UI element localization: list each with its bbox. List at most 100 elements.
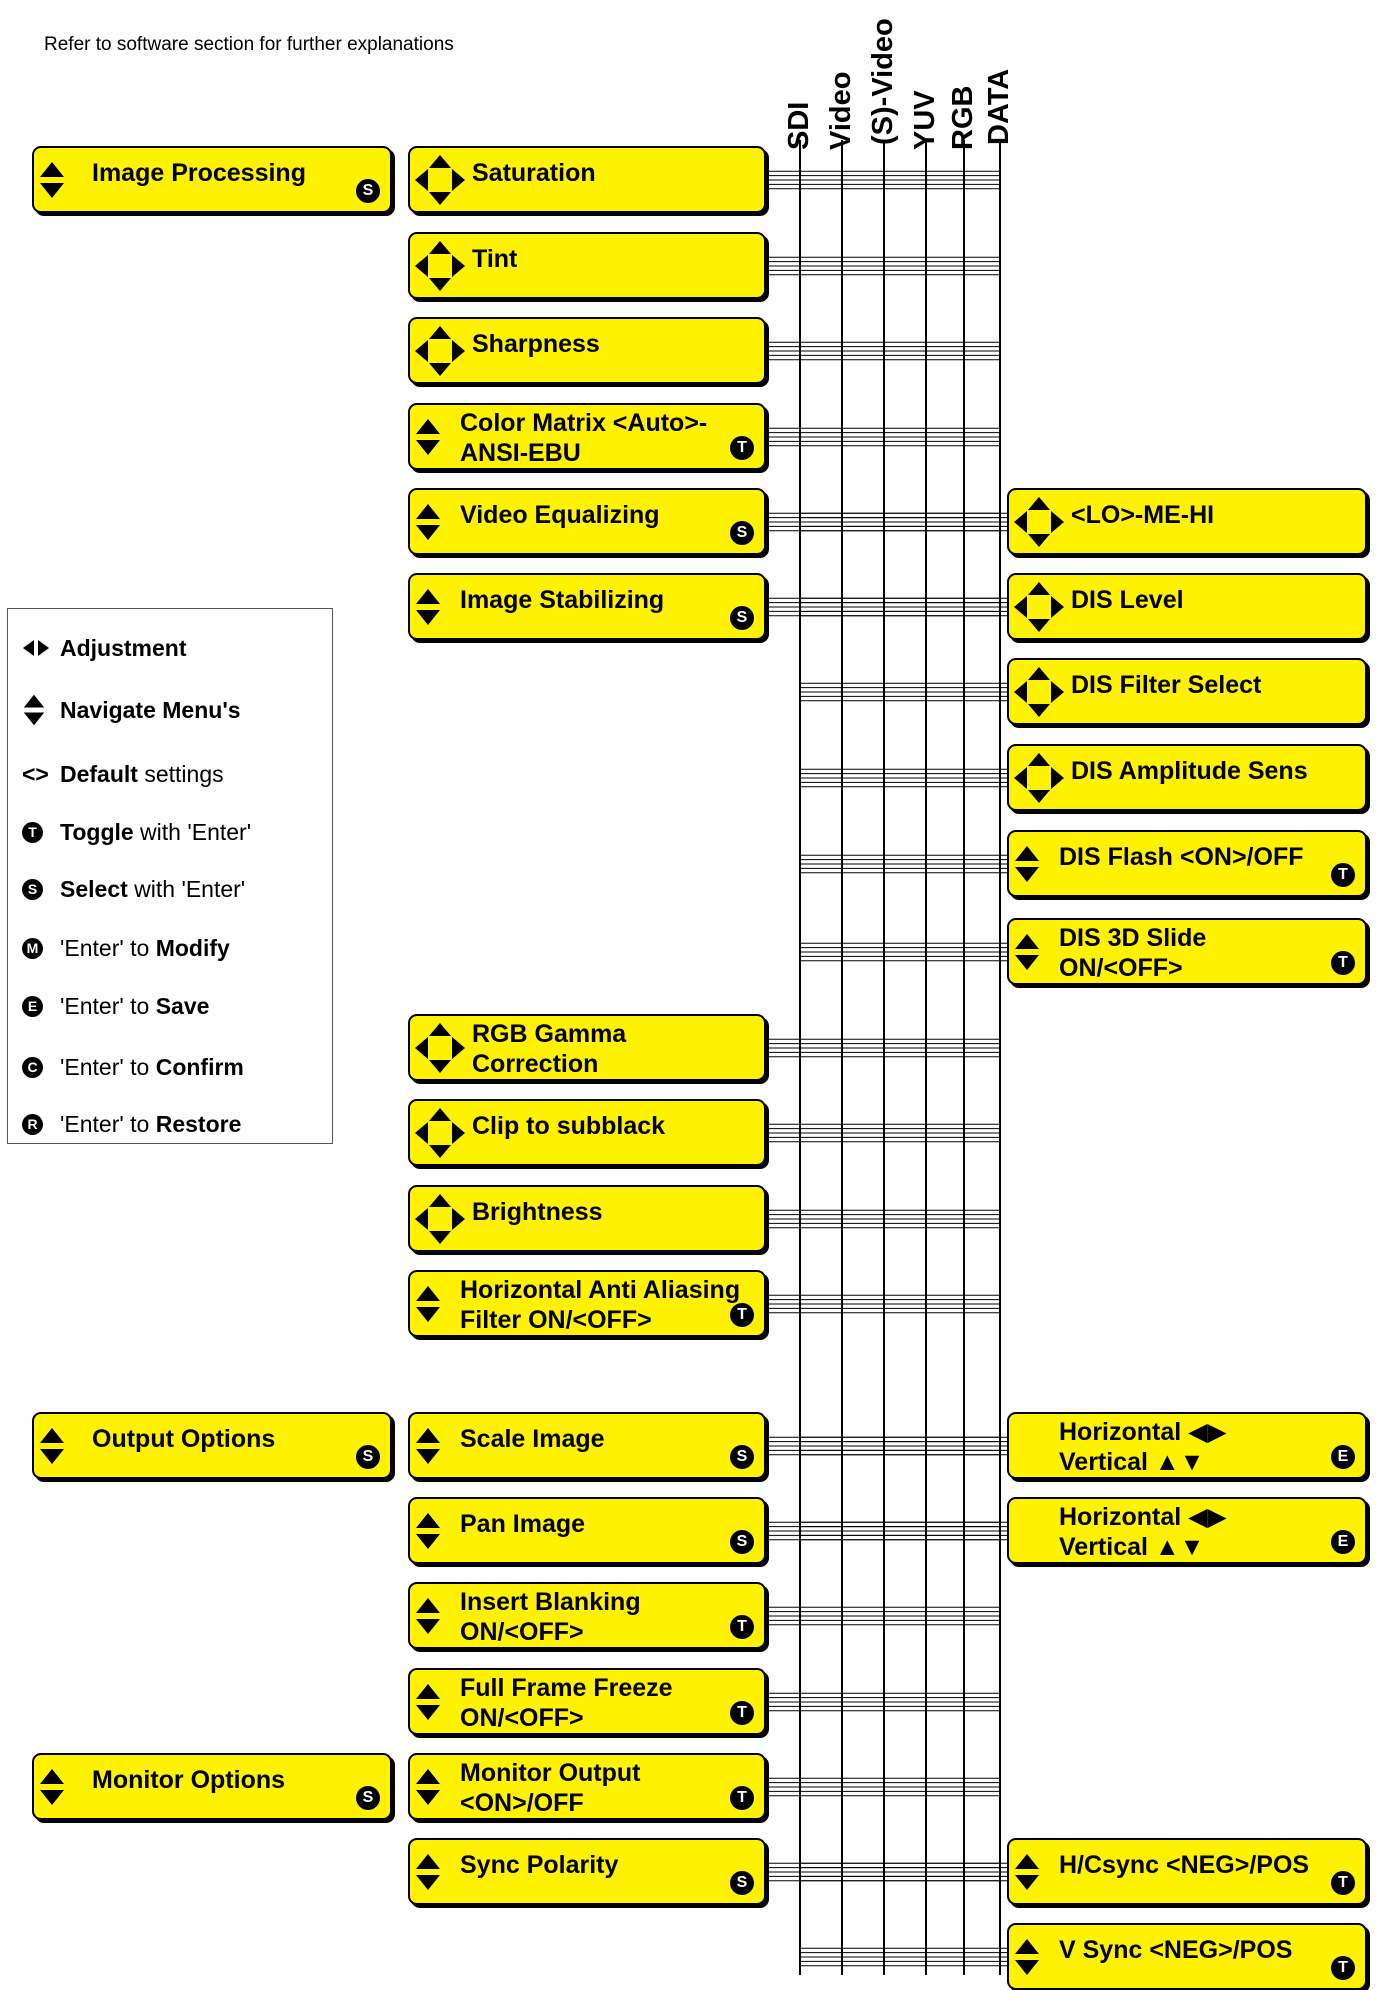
- submenu-item[interactable]: Saturation: [408, 146, 766, 213]
- setting-item[interactable]: V Sync <NEG>/POS T: [1007, 1923, 1367, 1990]
- column-header: DATA: [983, 68, 1015, 145]
- setting-item[interactable]: DIS Filter Select: [1007, 658, 1367, 725]
- badge-e-icon: E: [1331, 1445, 1355, 1469]
- four-way-icon: [415, 1194, 465, 1244]
- badge-s-icon: S: [22, 878, 43, 900]
- updown-icon: [40, 1428, 64, 1464]
- legend-term: Default: [60, 760, 138, 787]
- column-header: (S)-Video: [867, 18, 899, 145]
- updown-icon: [416, 419, 440, 455]
- setting-item-label: V Sync <NEG>/POS: [1059, 1936, 1293, 1964]
- submenu-item[interactable]: Sharpness: [408, 317, 766, 384]
- setting-item[interactable]: <LO>-ME-HI: [1007, 488, 1367, 555]
- updown-icon: [416, 1769, 440, 1805]
- submenu-item[interactable]: Insert Blanking ON/<OFF>T: [408, 1582, 766, 1649]
- submenu-item[interactable]: Brightness: [408, 1185, 766, 1252]
- setting-item-label: Horizontal ◀▶ Vertical ▲▼: [1059, 1418, 1227, 1476]
- badge-t-icon: T: [730, 1303, 754, 1327]
- badge-t-icon: T: [1331, 863, 1355, 887]
- legend-text: settings: [137, 760, 224, 787]
- submenu-item[interactable]: Tint: [408, 232, 766, 299]
- submenu-item-label: Clip to subblack: [472, 1112, 666, 1140]
- submenu-item-label: Saturation: [472, 159, 596, 187]
- badge-r-icon: R: [22, 1113, 43, 1135]
- column-header: RGB: [947, 85, 979, 150]
- setting-item[interactable]: Horizontal ◀▶ Vertical ▲▼ E: [1007, 1412, 1367, 1479]
- default-icon: <>: [22, 760, 49, 787]
- main-menu-item-label: Monitor Options: [92, 1766, 286, 1794]
- four-way-icon: [1014, 667, 1064, 717]
- setting-item[interactable]: DIS Amplitude Sens: [1007, 744, 1367, 811]
- setting-item[interactable]: DIS Level: [1007, 573, 1367, 640]
- setting-item[interactable]: Horizontal ◀▶ Vertical ▲▼E: [1007, 1497, 1367, 1564]
- legend-row: R'Enter' to Restore: [22, 1109, 241, 1139]
- badge-t-icon: T: [730, 1786, 754, 1810]
- setting-item[interactable]: DIS Flash <ON>/OFF T: [1007, 830, 1367, 897]
- legend-prefix: 'Enter' to: [60, 992, 156, 1019]
- column-header: YUV: [909, 90, 941, 150]
- submenu-item-label: Tint: [472, 245, 518, 273]
- submenu-item-label: Full Frame Freeze ON/<OFF>: [460, 1674, 673, 1732]
- legend-row: Adjustment: [22, 633, 187, 663]
- submenu-item-label: Brightness: [472, 1198, 603, 1226]
- submenu-item-label: RGB Gamma Correction: [472, 1020, 627, 1078]
- legend-prefix: 'Enter' to: [60, 1053, 156, 1080]
- submenu-item-label: Video Equalizing: [460, 501, 660, 529]
- legend-prefix: 'Enter' to: [60, 934, 156, 961]
- submenu-item[interactable]: Full Frame Freeze ON/<OFF>T: [408, 1668, 766, 1735]
- legend-term: Confirm: [155, 1053, 244, 1080]
- four-way-icon: [1014, 753, 1064, 803]
- submenu-item-label: Sharpness: [472, 330, 600, 358]
- legend-row: C 'Enter' to Confirm: [22, 1052, 244, 1082]
- badge-s-icon: S: [730, 1530, 754, 1554]
- updown-icon: [23, 694, 45, 726]
- submenu-item-label: Insert Blanking ON/<OFF>: [460, 1588, 641, 1646]
- submenu-item-label: Scale Image: [460, 1425, 605, 1453]
- updown-icon: [416, 1428, 440, 1464]
- updown-icon: [416, 1513, 440, 1549]
- badge-e-icon: E: [1331, 1530, 1355, 1554]
- setting-item-label: DIS Flash <ON>/OFF: [1059, 843, 1304, 871]
- legend-term: Save: [155, 992, 210, 1019]
- submenu-item-label: Monitor Output <ON>/OFF: [460, 1759, 641, 1817]
- updown-icon: [416, 1598, 440, 1634]
- four-way-icon: [415, 1108, 465, 1158]
- updown-icon: [416, 504, 440, 540]
- main-menu-item-label: Image Processing: [92, 159, 306, 187]
- setting-item-label: DIS Filter Select: [1071, 671, 1262, 699]
- four-way-icon: [1014, 582, 1064, 632]
- legend-row: M'Enter' to Modify: [22, 933, 230, 963]
- submenu-item[interactable]: RGB Gamma Correction: [408, 1014, 766, 1081]
- legend-term: Restore: [155, 1110, 242, 1137]
- badge-c-icon: C: [22, 1056, 43, 1078]
- badge-e-icon: E: [22, 995, 43, 1017]
- badge-s-icon: S: [356, 179, 380, 203]
- column-header: Video: [825, 71, 857, 150]
- legend-term: Modify: [155, 934, 230, 961]
- updown-icon: [416, 1854, 440, 1890]
- four-way-icon: [415, 155, 465, 205]
- setting-item-label: <LO>-ME-HI: [1071, 501, 1215, 529]
- submenu-item[interactable]: Horizontal Anti Aliasing Filter ON/<OFF>…: [408, 1270, 766, 1337]
- setting-item[interactable]: DIS 3D Slide ON/<OFF>T: [1007, 918, 1367, 985]
- column-header: SDI: [783, 101, 815, 150]
- submenu-item[interactable]: Clip to subblack: [408, 1099, 766, 1166]
- badge-t-icon: T: [1331, 1956, 1355, 1980]
- setting-item-label: DIS 3D Slide ON/<OFF>: [1059, 924, 1207, 982]
- submenu-item-label: Horizontal Anti Aliasing Filter ON/<OFF>: [460, 1276, 741, 1334]
- submenu-item[interactable]: Monitor Output <ON>/OFF T: [408, 1753, 766, 1820]
- badge-s-icon: S: [730, 606, 754, 630]
- legend-text: with 'Enter': [133, 818, 252, 845]
- four-way-icon: [415, 1023, 465, 1073]
